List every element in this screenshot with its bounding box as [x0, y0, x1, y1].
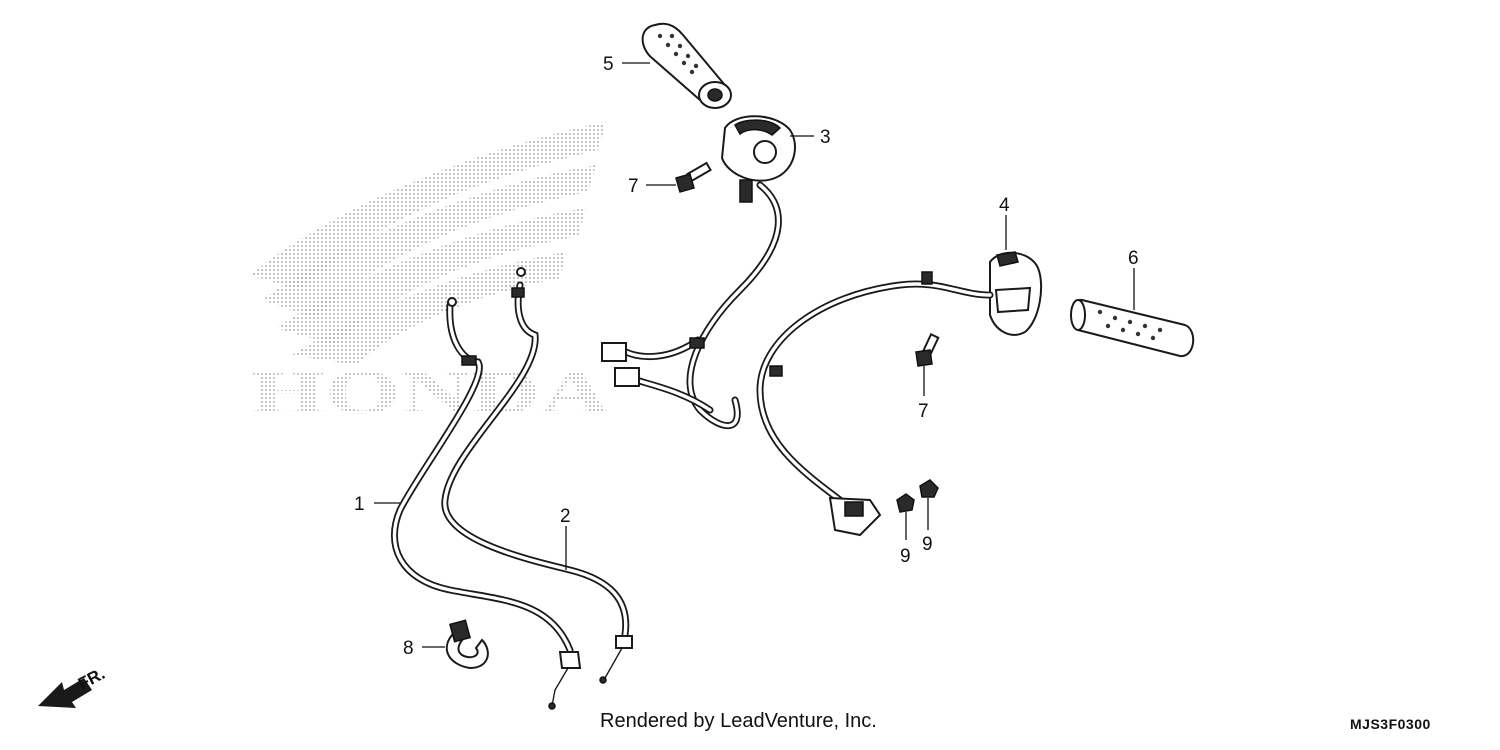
honda-watermark-text: HONDA: [250, 359, 610, 427]
callout-6: 6: [1128, 248, 1139, 269]
callout-3: 3: [820, 127, 831, 148]
left-switch-harness[interactable]: [756, 271, 994, 537]
left-grip[interactable]: [1070, 299, 1195, 357]
callout-7-lower: 7: [918, 401, 929, 422]
callout-9-left: 9: [900, 546, 911, 567]
callout-9-right: 9: [922, 534, 933, 555]
screw-lower[interactable]: [915, 333, 940, 367]
render-credit: Rendered by LeadVenture, Inc.: [600, 710, 877, 732]
honda-wing-logo: [250, 122, 606, 365]
callout-1: 1: [354, 494, 365, 515]
callout-4: 4: [999, 195, 1010, 216]
nut-left[interactable]: [896, 493, 915, 513]
callout-5: 5: [603, 54, 614, 75]
cable-part-2[interactable]: [441, 267, 633, 684]
front-direction-arrow-icon: [38, 678, 92, 708]
nut-right[interactable]: [919, 479, 939, 498]
right-switch-housing[interactable]: [720, 115, 796, 203]
callout-8: 8: [403, 638, 414, 659]
diagram-code: MJS3F0300: [1350, 716, 1431, 732]
leader-lines: [374, 62, 1135, 648]
left-switch-housing[interactable]: [989, 251, 1043, 336]
cable-band[interactable]: [445, 619, 489, 670]
right-switch-harness[interactable]: [601, 181, 782, 430]
screw-upper[interactable]: [675, 161, 712, 193]
throttle-grip[interactable]: [641, 22, 732, 109]
cable-part-1[interactable]: [390, 297, 582, 710]
callout-7-upper: 7: [628, 176, 639, 197]
callout-2: 2: [560, 506, 571, 527]
